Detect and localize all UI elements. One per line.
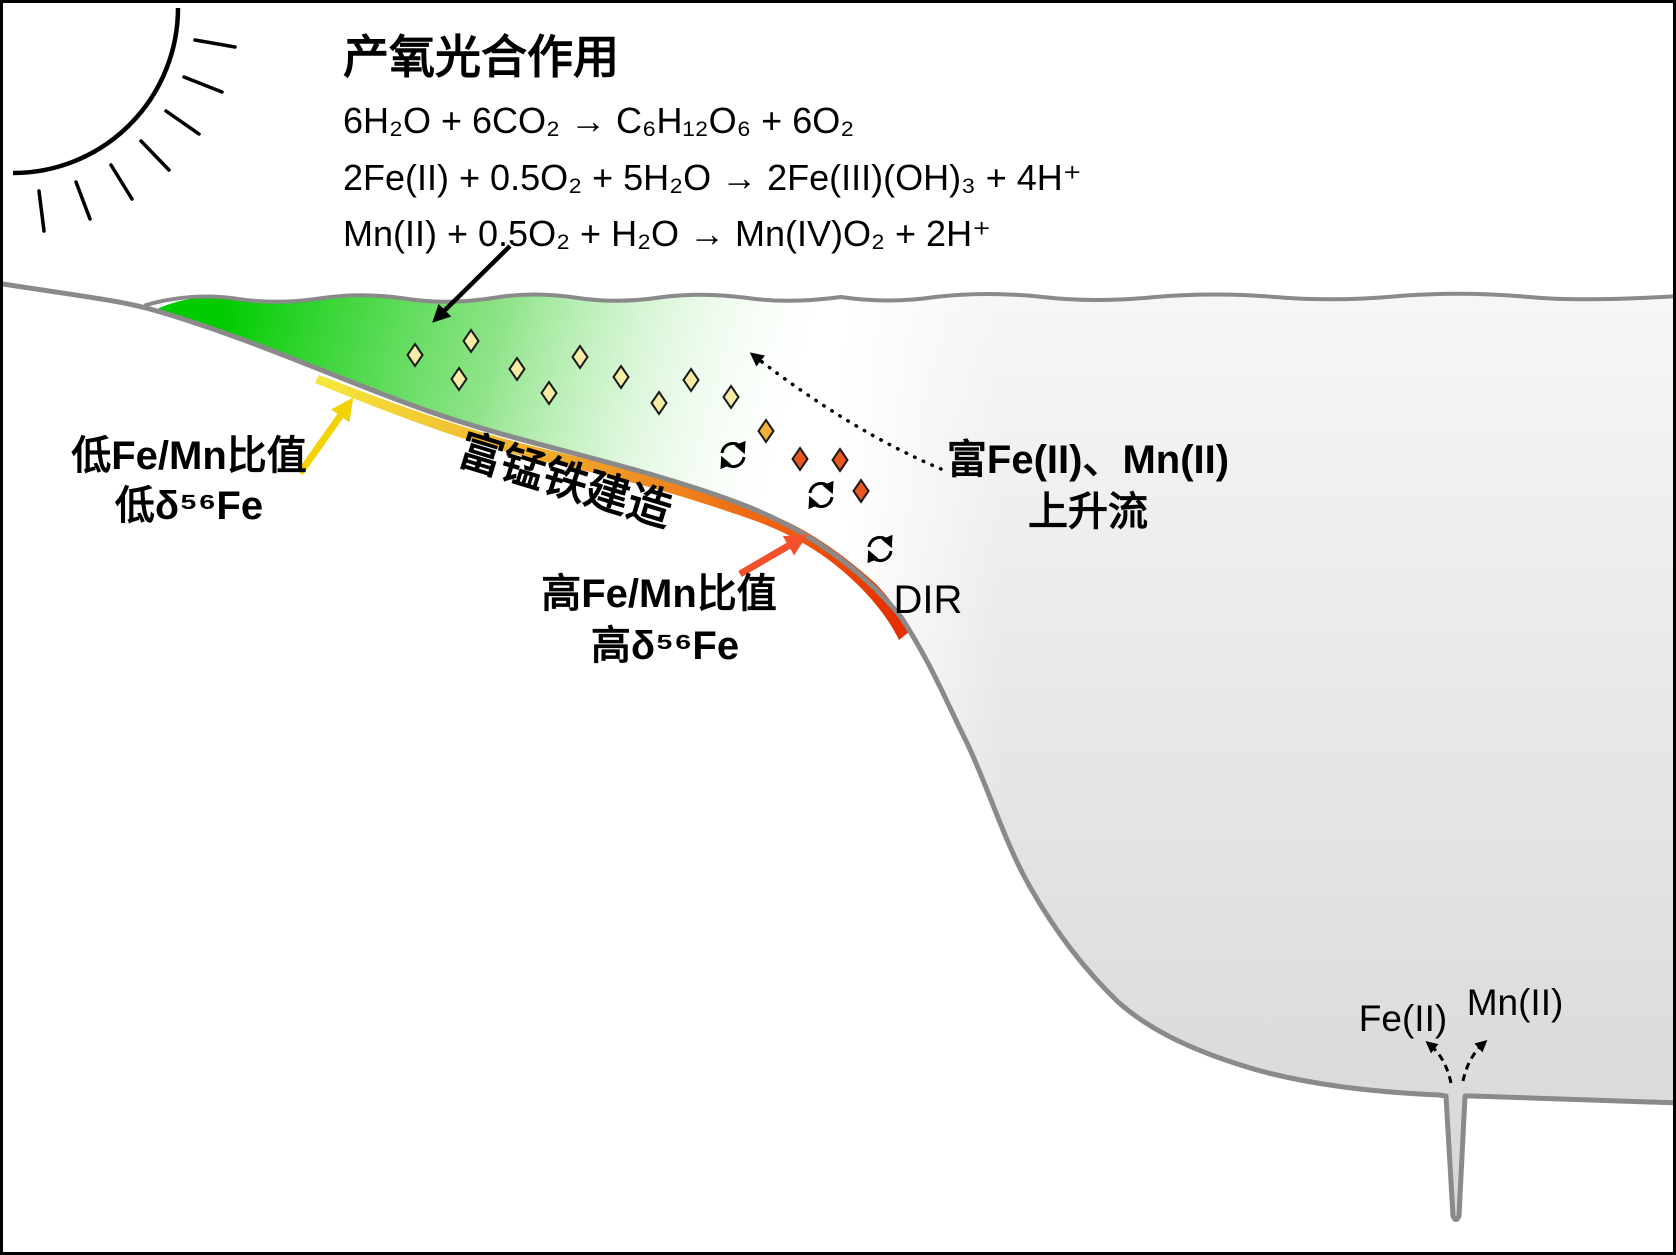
label-upwelling-line1: 富Fe(II)、Mn(II)	[947, 438, 1229, 482]
water-surface-line	[144, 291, 1673, 307]
label-upwelling-line2: 上升流	[1028, 490, 1148, 534]
low-ratio-arrow	[297, 397, 354, 476]
sun-arc	[12, 7, 181, 176]
label-vent-fe: Fe(II)	[1359, 998, 1447, 1039]
seafloor-line	[3, 281, 1673, 1222]
photic-zone-green	[155, 294, 841, 509]
label-high-fe-mn-ratio: 高Fe/Mn比值	[541, 572, 777, 616]
photosynthesis-pointer-arrow	[432, 244, 512, 323]
upwelling-dotted-arrow	[749, 352, 943, 471]
page-title: 产氧光合作用	[343, 31, 619, 83]
label-low-fe-mn-ratio: 低Fe/Mn比值	[71, 434, 307, 478]
vent-arrow-mn	[1461, 1039, 1488, 1082]
equation-manganese-oxidation: Mn(II) + 0.5O₂ + H₂O → Mn(IV)O₂ + 2H⁺	[343, 213, 991, 254]
sun-icon	[12, 7, 237, 233]
label-high-d56fe: 高δ⁵⁶Fe	[591, 624, 739, 668]
sun-rays	[37, 38, 237, 233]
high-ratio-arrow	[738, 534, 808, 578]
label-dir: DIR	[894, 578, 963, 622]
label-low-d56fe: 低δ⁵⁶Fe	[115, 484, 263, 528]
geology-diagram: 产氧光合作用 6H₂O + 6CO₂ → C₆H₁₂O₆ + 6O₂ 2Fe(I…	[3, 3, 1673, 1252]
sediment-band	[315, 375, 909, 640]
deep-water-left-fade	[845, 293, 1673, 1220]
equation-iron-oxidation: 2Fe(II) + 0.5O₂ + 5H₂O → 2Fe(III)(OH)₃ +…	[343, 157, 1082, 198]
label-vent-mn: Mn(II)	[1467, 982, 1564, 1023]
equation-photosynthesis: 6H₂O + 6CO₂ → C₆H₁₂O₆ + 6O₂	[343, 100, 854, 141]
vent-arrow-fe	[1425, 1041, 1453, 1084]
